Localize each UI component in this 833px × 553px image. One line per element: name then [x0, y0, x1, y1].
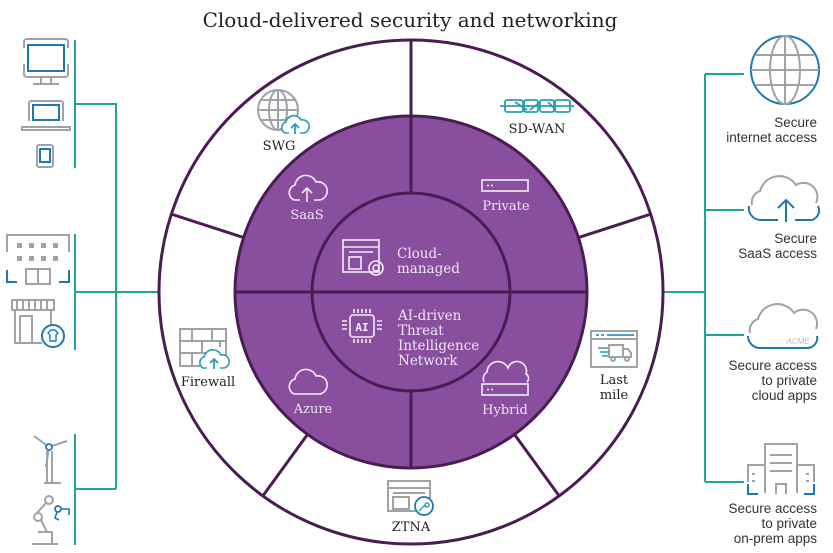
right-item-internet-line2: internet access — [726, 130, 817, 145]
outer-segment-last-mile: Last mile — [590, 330, 638, 403]
connector-offices — [74, 234, 158, 350]
left-connectors — [74, 40, 158, 545]
laptop-icon — [21, 100, 71, 131]
outer-segment-swg: SWG — [257, 89, 310, 154]
core-ai-threat-intel: AI AI-driven Threat Intelligence Network — [342, 308, 479, 369]
brick-wall-cloud-icon — [179, 328, 230, 369]
ai-chip-text: AI — [355, 321, 368, 334]
left-group-devices — [21, 38, 71, 168]
left-group-iot — [32, 435, 70, 545]
right-item-private-cloud: ACME Secure access to private cloud apps — [728, 303, 819, 403]
wind-turbine-icon — [33, 435, 68, 484]
outer-label-firewall: Firewall — [181, 375, 235, 390]
window-key-icon — [387, 480, 434, 516]
outer-label-last-mile-line1: Last — [600, 373, 629, 388]
right-item-on-prem-line1: Secure access — [728, 501, 817, 516]
right-item-internet: Secure internet access — [726, 35, 820, 145]
right-item-private-cloud-line1: Secure access — [728, 358, 817, 373]
right-item-on-prem: Secure access to private on-prem apps — [728, 443, 818, 546]
desktop-monitor-icon — [23, 38, 69, 85]
ai-chip-icon: AI — [342, 309, 382, 343]
outer-label-last-mile-line2: mile — [600, 388, 629, 403]
core-bottom-line4: Network — [398, 353, 458, 369]
sdwan-network-icon — [500, 99, 574, 113]
right-item-on-prem-line3: on-prem apps — [734, 531, 818, 546]
inner-segment-saas: SaaS — [288, 174, 329, 223]
inner-segment-private: Private — [481, 179, 530, 214]
right-item-internet-line1: Secure — [774, 115, 817, 130]
cloud-server-icon — [481, 360, 530, 396]
right-connectors — [664, 73, 744, 483]
right-item-on-prem-line2: to private — [761, 516, 817, 531]
industrial-robot-arm-icon — [32, 495, 70, 545]
outer-ring-divider — [170, 212, 245, 240]
acme-cloud-icon: ACME — [747, 303, 819, 349]
right-item-saas: Secure SaaS access — [738, 175, 821, 261]
inner-label-hybrid: Hybrid — [482, 403, 528, 418]
cloud-upload-icon — [747, 175, 821, 222]
acme-cloud-text: ACME — [785, 337, 810, 346]
connector-destinations — [664, 73, 744, 483]
diagram-title: Cloud-delivered security and networking — [203, 8, 618, 32]
outer-ring-divider — [577, 212, 652, 240]
outer-segment-sdwan: SD-WAN — [500, 99, 574, 137]
datacenter-building-icon — [747, 443, 815, 495]
right-item-private-cloud-line3: cloud apps — [752, 388, 818, 403]
core-cloud-managed: Cloud- managed — [342, 239, 460, 277]
outer-label-ztna: ZTNA — [392, 520, 431, 535]
inner-label-saas: SaaS — [290, 208, 323, 223]
office-building-icon — [6, 234, 70, 285]
cloud-icon — [288, 368, 329, 395]
server-icon — [481, 179, 529, 192]
right-item-private-cloud-line2: to private — [761, 373, 817, 388]
connector-devices — [74, 40, 117, 489]
inner-label-azure: Azure — [293, 402, 333, 417]
core-top-line2: managed — [397, 261, 460, 277]
core-top-line1: Cloud- — [397, 246, 442, 262]
core-bottom-line2: Threat — [398, 323, 444, 339]
outer-ring-divider — [261, 433, 309, 497]
left-group-offices — [6, 234, 70, 348]
connector-iot — [74, 434, 116, 545]
outer-segment-ztna: ZTNA — [387, 480, 434, 535]
mobile-phone-icon — [36, 144, 54, 168]
retail-store-icon — [11, 299, 65, 348]
right-item-saas-line1: Secure — [774, 231, 817, 246]
globe-icon — [750, 35, 820, 105]
outer-label-sdwan: SD-WAN — [509, 122, 566, 137]
right-item-saas-line2: SaaS access — [738, 246, 817, 261]
outer-label-swg: SWG — [263, 139, 296, 154]
cloud-upload-icon — [288, 174, 329, 202]
core-bottom-line3: Intelligence — [398, 338, 479, 354]
inner-segment-azure: Azure — [288, 368, 333, 417]
delivery-truck-window-icon — [590, 330, 638, 368]
outer-segment-firewall: Firewall — [179, 328, 235, 390]
inner-segment-hybrid: Hybrid — [481, 360, 530, 418]
outer-ring-divider — [513, 433, 561, 497]
outer-ring-dividers — [170, 40, 652, 497]
core-bottom-line1: AI-driven — [397, 308, 462, 324]
inner-label-private: Private — [482, 199, 529, 214]
globe-cloud-icon — [257, 89, 310, 134]
cloud-managed-window-gear-icon — [342, 239, 384, 276]
